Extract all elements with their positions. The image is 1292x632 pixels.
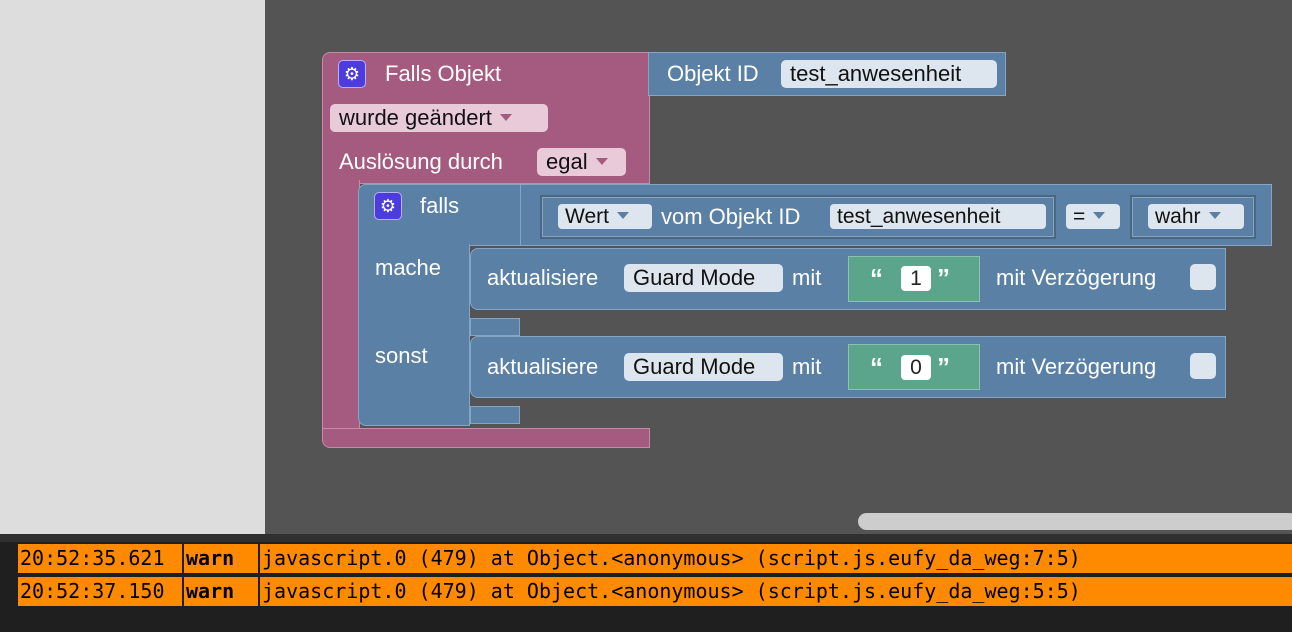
text-value: 1	[910, 267, 922, 290]
update-target-value: Guard Mode	[633, 354, 756, 379]
boolean-dropdown[interactable]: wahr	[1148, 204, 1244, 229]
log-level: warn	[182, 577, 258, 606]
update-target-dropdown[interactable]: Guard Mode	[624, 264, 783, 292]
delay-label: mit Verzögerung	[996, 354, 1157, 379]
value-dropdown[interactable]: Wert	[558, 204, 652, 229]
if-block-arm	[358, 244, 470, 426]
if-label: falls	[420, 193, 460, 218]
close-quote-icon: ”	[937, 263, 950, 293]
log-row[interactable]: 20:52:37.150 warn javascript.0 (479) at …	[18, 576, 1292, 606]
if-gear-icon[interactable]: ⚙	[374, 192, 402, 220]
trigger-mode-value: wurde geändert	[339, 105, 492, 130]
text-value: 0	[910, 356, 922, 379]
object-id-value: test_anwesenheit	[790, 61, 962, 86]
trigger-source-label: Auslösung durch	[339, 149, 503, 174]
else-label: sonst	[375, 343, 428, 368]
compare-object-id-value: test_anwesenheit	[837, 205, 1001, 228]
update-label: aktualisiere	[487, 354, 599, 379]
update-target-dropdown[interactable]: Guard Mode	[624, 353, 783, 381]
dropdown-arrow-icon	[1208, 211, 1221, 219]
log-time: 20:52:37.150	[20, 579, 165, 603]
trigger-source-value: egal	[546, 149, 588, 174]
dropdown-arrow-icon	[1093, 211, 1106, 219]
text-value-field[interactable]: 0	[901, 355, 931, 380]
trigger-source-dropdown[interactable]: egal	[537, 148, 626, 176]
delay-checkbox-icon[interactable]	[1190, 264, 1216, 290]
object-id-field[interactable]: test_anwesenheit	[781, 60, 997, 88]
log-time: 20:52:35.621	[20, 546, 165, 570]
delay-checkbox-icon[interactable]	[1190, 353, 1216, 379]
log-console: 20:52:35.621 warn javascript.0 (479) at …	[0, 534, 1292, 632]
operator-value: =	[1073, 205, 1086, 228]
log-message: javascript.0 (479) at Object.<anonymous>…	[258, 544, 1292, 573]
operator-dropdown[interactable]: =	[1066, 204, 1120, 229]
boolean-value: wahr	[1155, 205, 1201, 228]
value-dropdown-value: Wert	[565, 205, 609, 228]
update-label: aktualisiere	[487, 265, 599, 290]
object-id-label: Objekt ID	[667, 61, 759, 86]
text-value-field[interactable]: 1	[901, 266, 931, 291]
toolbox-sidebar	[0, 0, 265, 534]
with-label: mit	[792, 354, 822, 379]
compare-object-id-field[interactable]: test_anwesenheit	[830, 204, 1046, 229]
object-of-label: vom Objekt ID	[661, 204, 801, 229]
dropdown-arrow-icon	[616, 211, 629, 219]
console-divider[interactable]	[0, 534, 1292, 542]
trigger-block-arm	[322, 180, 360, 432]
dropdown-arrow-icon	[595, 157, 608, 165]
dropdown-arrow-icon	[499, 113, 512, 121]
trigger-block-footer	[322, 428, 650, 448]
log-row[interactable]: 20:52:35.621 warn javascript.0 (479) at …	[18, 543, 1292, 573]
with-label: mit	[792, 265, 822, 290]
workspace-horizontal-scrollbar[interactable]	[858, 513, 1292, 530]
open-quote-icon: “	[870, 263, 883, 293]
if-block-mid	[470, 318, 520, 336]
trigger-mode-dropdown[interactable]: wurde geändert	[330, 104, 548, 132]
close-quote-icon: ”	[937, 352, 950, 382]
then-label: mache	[375, 255, 442, 280]
open-quote-icon: “	[870, 352, 883, 382]
delay-label: mit Verzögerung	[996, 265, 1157, 290]
log-message: javascript.0 (479) at Object.<anonymous>…	[258, 577, 1292, 606]
trigger-gear-icon[interactable]: ⚙	[338, 60, 366, 88]
if-block-footer	[470, 406, 520, 424]
trigger-title: Falls Objekt	[385, 61, 502, 86]
log-level: warn	[182, 544, 258, 573]
update-target-value: Guard Mode	[633, 265, 756, 290]
